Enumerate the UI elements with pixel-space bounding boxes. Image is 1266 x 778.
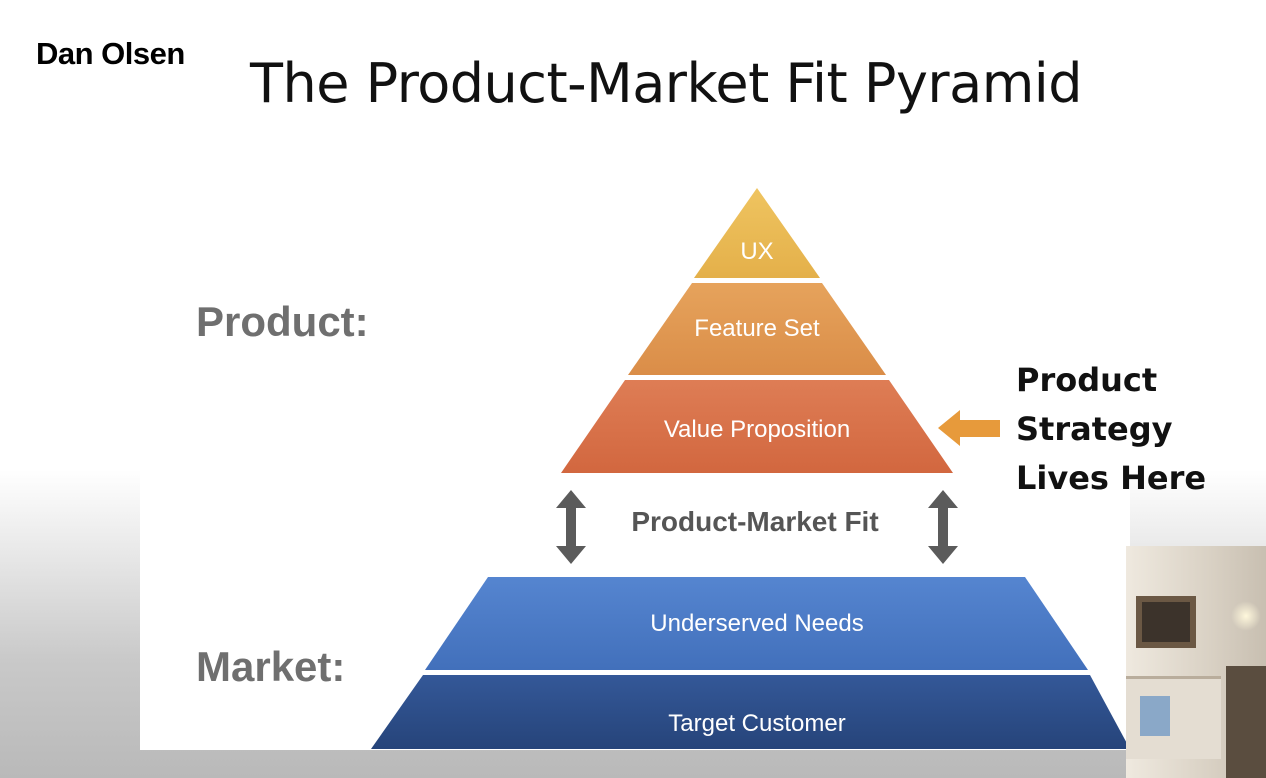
webcam-lamp bbox=[1231, 601, 1261, 631]
webcam-picture-frame bbox=[1136, 596, 1196, 648]
left-double-arrow-icon bbox=[556, 490, 586, 564]
webcam-doorway bbox=[1226, 666, 1266, 778]
right-double-arrow-icon bbox=[928, 490, 958, 564]
callout-line-3: Lives Here bbox=[1016, 459, 1207, 497]
callout-arrow-icon bbox=[938, 410, 1000, 446]
tier-label-target-customer: Target Customer bbox=[668, 710, 845, 737]
market-section-label: Market: bbox=[196, 643, 346, 690]
tier-label-ux: UX bbox=[740, 238, 773, 265]
speaker-name: Dan Olsen bbox=[36, 36, 185, 71]
tier-label-underserved-needs: Underserved Needs bbox=[650, 610, 863, 637]
slide-title: The Product-Market Fit Pyramid bbox=[250, 52, 1083, 115]
webcam-notes bbox=[1140, 696, 1170, 736]
pyramid-tier-ux bbox=[694, 188, 820, 278]
callout-line-2: Strategy bbox=[1016, 410, 1173, 448]
pyramid-tier-underserved-needs bbox=[425, 577, 1088, 670]
webcam-video bbox=[1126, 546, 1266, 778]
pyramid-tier-value-proposition bbox=[561, 380, 953, 473]
product-market-fit-label: Product-Market Fit bbox=[631, 506, 879, 537]
strategy-callout: Product Strategy Lives Here bbox=[1016, 356, 1206, 503]
pyramid-tier-feature-set bbox=[628, 283, 886, 375]
tier-label-feature-set: Feature Set bbox=[694, 315, 820, 342]
product-section-label: Product: bbox=[196, 298, 369, 345]
pyramid-tier-target-customer bbox=[371, 675, 1130, 749]
callout-line-1: Product bbox=[1016, 361, 1158, 399]
tier-label-value-proposition: Value Proposition bbox=[664, 416, 850, 443]
